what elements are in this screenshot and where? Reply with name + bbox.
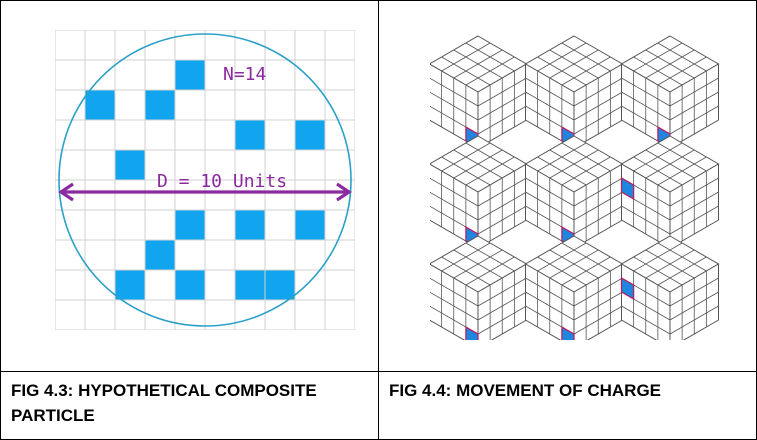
- cube-grid-line: [477, 291, 527, 321]
- cube-grid-line: [561, 256, 611, 286]
- cube-grid-line: [669, 91, 719, 121]
- cube-grid-line: [633, 56, 683, 86]
- cube-grid-line: [573, 305, 623, 335]
- cube-grid-line: [657, 156, 707, 186]
- cube-grid-line: [430, 291, 479, 321]
- filled-cell: [235, 270, 265, 300]
- filled-cell: [235, 120, 265, 150]
- filled-cells: [85, 60, 325, 300]
- cube-grid-line: [669, 305, 719, 335]
- count-label: N=14: [223, 64, 266, 85]
- cube-grid-line: [657, 256, 707, 286]
- cube: [620, 135, 720, 249]
- cube-grid-line: [441, 56, 491, 86]
- cube-grid-line: [465, 256, 515, 286]
- cube-grid-line: [537, 156, 587, 186]
- cube-grid-line: [453, 249, 503, 279]
- cube: [524, 235, 624, 340]
- caption-fig-4-4: FIG 4.4: MOVEMENT OF CHARGE: [389, 381, 662, 400]
- filled-cell: [265, 270, 295, 300]
- charge-cell: [620, 276, 635, 301]
- cube-grid-line: [669, 105, 719, 135]
- filled-cell: [175, 210, 205, 240]
- cube-grid-line: [669, 291, 719, 321]
- cube: [430, 35, 528, 150]
- composite-particle-diagram: D = 10 Units N=14: [55, 30, 355, 330]
- cube-grid-line: [573, 91, 623, 121]
- cube-grid-line: [561, 156, 611, 186]
- charge-cell: [620, 176, 635, 201]
- filled-cell: [175, 270, 205, 300]
- particle-boundary-circle: [58, 33, 352, 327]
- cube-grid-line: [621, 91, 671, 121]
- diameter-arrow: [58, 182, 352, 202]
- cube-grid-line: [573, 105, 623, 135]
- filled-cell: [295, 210, 325, 240]
- cube-grid-line: [477, 105, 527, 135]
- caption-fig-4-3: FIG 4.3: HYPOTHETICAL COMPOSITE PARTICLE: [11, 381, 317, 425]
- filled-cell: [175, 60, 205, 90]
- cube-grid-line: [573, 191, 623, 221]
- table-divider-vertical: [378, 0, 379, 440]
- cube-grid-line: [430, 191, 479, 221]
- charge-cell: [561, 325, 575, 340]
- charge-movement-diagram: [430, 35, 720, 340]
- cube-grid-line: [477, 205, 527, 235]
- cube-grid-line: [657, 56, 707, 86]
- cube: [430, 135, 528, 250]
- cube-grid-line: [633, 256, 683, 286]
- filled-cell: [115, 270, 145, 300]
- cube-grid-line: [549, 249, 599, 279]
- charge-cell: [465, 325, 479, 340]
- cube-grid-line: [477, 305, 527, 335]
- cube-grid-line: [621, 305, 671, 335]
- diameter-label: D = 10 Units: [157, 171, 287, 192]
- particle-grid: [55, 30, 355, 330]
- cube-grid-line: [561, 56, 611, 86]
- cube-grid-line: [477, 191, 527, 221]
- cube-grid-line: [537, 56, 587, 86]
- cube-grid-line: [453, 49, 503, 79]
- cube-grid-line: [549, 149, 599, 179]
- cube-grid-line: [441, 156, 491, 186]
- cube-grid-line: [525, 291, 575, 321]
- cube: [430, 235, 528, 340]
- cube-grid-line: [525, 91, 575, 121]
- cube-grid-line: [477, 91, 527, 121]
- cube-grid-line: [465, 56, 515, 86]
- cube: [524, 35, 624, 150]
- cube-grid-line: [621, 205, 671, 235]
- table-divider-horizontal: [0, 371, 757, 372]
- cube-grid-line: [669, 191, 719, 221]
- cube: [524, 135, 624, 250]
- cube-grid-line: [645, 149, 695, 179]
- cube-grid-line: [633, 156, 683, 186]
- filled-cell: [85, 90, 115, 120]
- filled-cell: [295, 120, 325, 150]
- cube-grid-line: [645, 249, 695, 279]
- cube-grid-line: [453, 149, 503, 179]
- cube: [620, 235, 720, 340]
- cube-grid-line: [537, 256, 587, 286]
- filled-cell: [145, 240, 175, 270]
- cube-grid-line: [573, 205, 623, 235]
- cube-grid-line: [669, 205, 719, 235]
- cube-grid-line: [525, 191, 575, 221]
- cube-grid-line: [573, 291, 623, 321]
- filled-cell: [115, 150, 145, 180]
- cube-grid-line: [441, 256, 491, 286]
- cube: [620, 35, 720, 150]
- cube-grid-line: [645, 49, 695, 79]
- cube-grid-line: [549, 49, 599, 79]
- filled-cell: [235, 210, 265, 240]
- cube-grid-line: [430, 91, 479, 121]
- filled-cell: [145, 90, 175, 120]
- cube-grid-line: [465, 156, 515, 186]
